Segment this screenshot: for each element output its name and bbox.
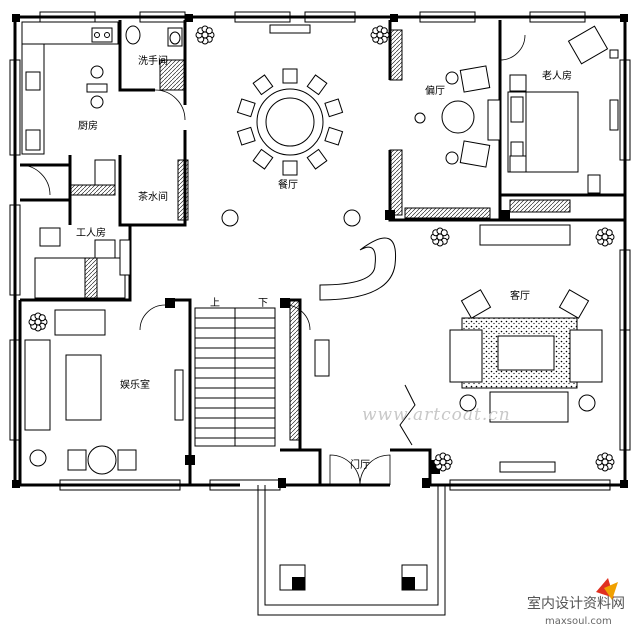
staircase (194, 307, 276, 447)
plant-icon (595, 227, 615, 247)
watermark: www.artcoat.cn (362, 405, 511, 425)
potted-plants (28, 25, 615, 472)
dining-chair (306, 148, 328, 170)
label-foyer: 门厅 (350, 458, 370, 471)
plant-icon (28, 312, 48, 332)
label-elder-room: 老人房 (542, 69, 572, 82)
dining-chair (252, 148, 274, 170)
dining-chair (236, 126, 256, 146)
tea-room-fixtures (34, 159, 131, 299)
dining-chair (282, 160, 298, 176)
plant-icon (595, 452, 615, 472)
logo-accent-icon (604, 582, 618, 600)
logo-text: 室内设计资料网 (527, 595, 625, 612)
plant-icon (195, 25, 215, 45)
dining-chair (236, 98, 256, 118)
plant-icon (433, 452, 453, 472)
logo-url: maxsoul.com (545, 616, 612, 627)
label-entertainment: 娱乐室 (120, 378, 150, 391)
dining-chair (324, 98, 344, 118)
washroom-fixtures (125, 25, 186, 91)
label-stairs-down: 下 (258, 298, 268, 309)
label-tea-room: 茶水间 (138, 190, 168, 203)
dining-chair (306, 74, 328, 96)
label-dining: 餐厅 (278, 178, 298, 191)
label-living: 客厅 (510, 289, 530, 302)
kitchen-fixtures (21, 21, 119, 155)
dining-table (221, 24, 361, 227)
label-side-hall: 偏厅 (425, 84, 445, 97)
dining-chair (324, 126, 344, 146)
exterior-walls (9, 11, 631, 491)
side-hall-furniture (414, 65, 501, 168)
dining-chair (282, 68, 298, 84)
entertainment-room-furniture (24, 309, 184, 475)
label-stairs-up: 上 (210, 297, 220, 309)
living-room-furniture (314, 289, 603, 473)
label-kitchen: 厨房 (78, 119, 98, 132)
label-worker-room: 工人房 (76, 226, 106, 239)
plant-icon (370, 25, 390, 45)
lattice-partitions (69, 29, 571, 441)
elder-room-furniture (507, 25, 619, 194)
plant-icon (430, 227, 450, 247)
dining-chair (252, 74, 274, 96)
label-washroom: 洗手间 (138, 54, 168, 67)
site-logo: 室内设计资料网 maxsoul.com (527, 578, 625, 627)
doors (19, 34, 526, 486)
entry-terrace (257, 485, 446, 616)
